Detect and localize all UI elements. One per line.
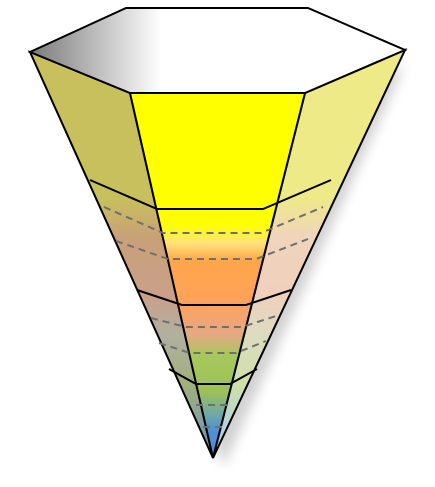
inverted-hexagonal-pyramid (0, 0, 435, 487)
diagram-canvas (0, 0, 435, 487)
